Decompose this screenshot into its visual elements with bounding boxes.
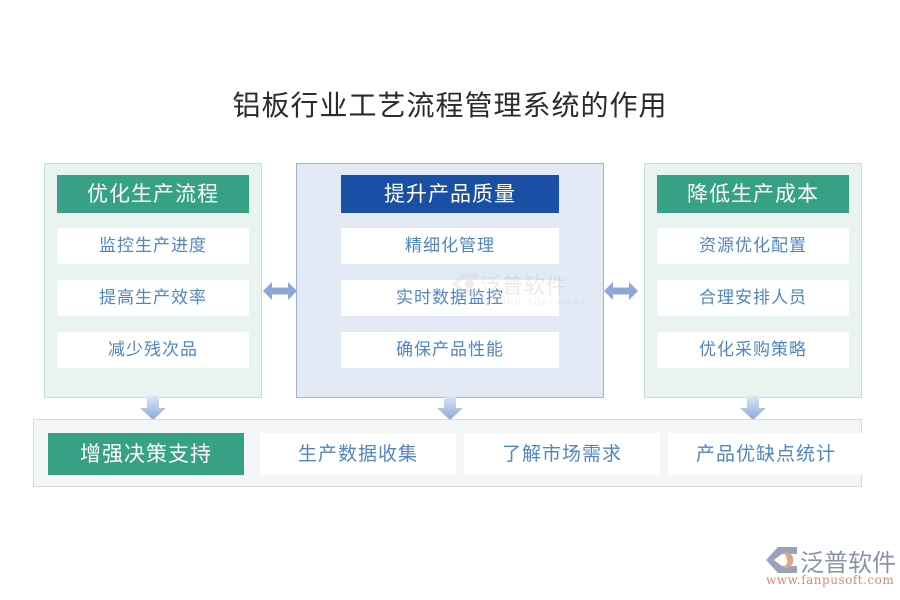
column-1-item-1: 实时数据监控 bbox=[341, 280, 559, 316]
bottom-bar-header: 增强决策支持 bbox=[48, 433, 244, 475]
column-reduce-cost: 降低生产成本 资源优化配置 合理安排人员 优化采购策略 bbox=[644, 163, 862, 398]
page-title: 铝板行业工艺流程管理系统的作用 bbox=[232, 89, 668, 122]
logo-url: www.fanpusoft.com bbox=[766, 573, 895, 587]
column-2-item-2: 优化采购策略 bbox=[657, 332, 849, 368]
column-1-item-0: 精细化管理 bbox=[341, 228, 559, 264]
logo-name: 泛普软件 bbox=[800, 549, 896, 577]
column-optimize-production: 优化生产流程 监控生产进度 提高生产效率 减少残次品 bbox=[44, 163, 262, 398]
double-arrow-left-right-icon-1 bbox=[263, 282, 297, 300]
bottom-bar-decision-support: 增强决策支持 生产数据收集 了解市场需求 产品优缺点统计 bbox=[33, 419, 864, 487]
column-improve-quality: 提升产品质量 精细化管理 实时数据监控 确保产品性能 bbox=[296, 163, 604, 398]
bottom-bar-item-2: 产品优缺点统计 bbox=[668, 433, 864, 475]
column-header-1: 提升产品质量 bbox=[341, 175, 559, 213]
arrow-down-icon-3 bbox=[740, 396, 766, 420]
column-0-item-1: 提高生产效率 bbox=[57, 280, 249, 316]
column-header-0: 优化生产流程 bbox=[57, 175, 249, 213]
arrow-down-icon-2 bbox=[437, 396, 463, 420]
column-header-2: 降低生产成本 bbox=[657, 175, 849, 213]
column-2-item-1: 合理安排人员 bbox=[657, 280, 849, 316]
column-0-item-2: 减少残次品 bbox=[57, 332, 249, 368]
bottom-bar-item-1: 了解市场需求 bbox=[464, 433, 660, 475]
column-1-item-2: 确保产品性能 bbox=[341, 332, 559, 368]
double-arrow-left-right-icon-2 bbox=[604, 282, 638, 300]
fanpu-logo-icon bbox=[766, 547, 797, 573]
arrow-down-icon-1 bbox=[140, 396, 166, 420]
bottom-bar-item-0: 生产数据收集 bbox=[260, 433, 456, 475]
brand-logo: 泛普软件 www.fanpusoft.com bbox=[764, 543, 896, 589]
column-0-item-0: 监控生产进度 bbox=[57, 228, 249, 264]
column-2-item-0: 资源优化配置 bbox=[657, 228, 849, 264]
